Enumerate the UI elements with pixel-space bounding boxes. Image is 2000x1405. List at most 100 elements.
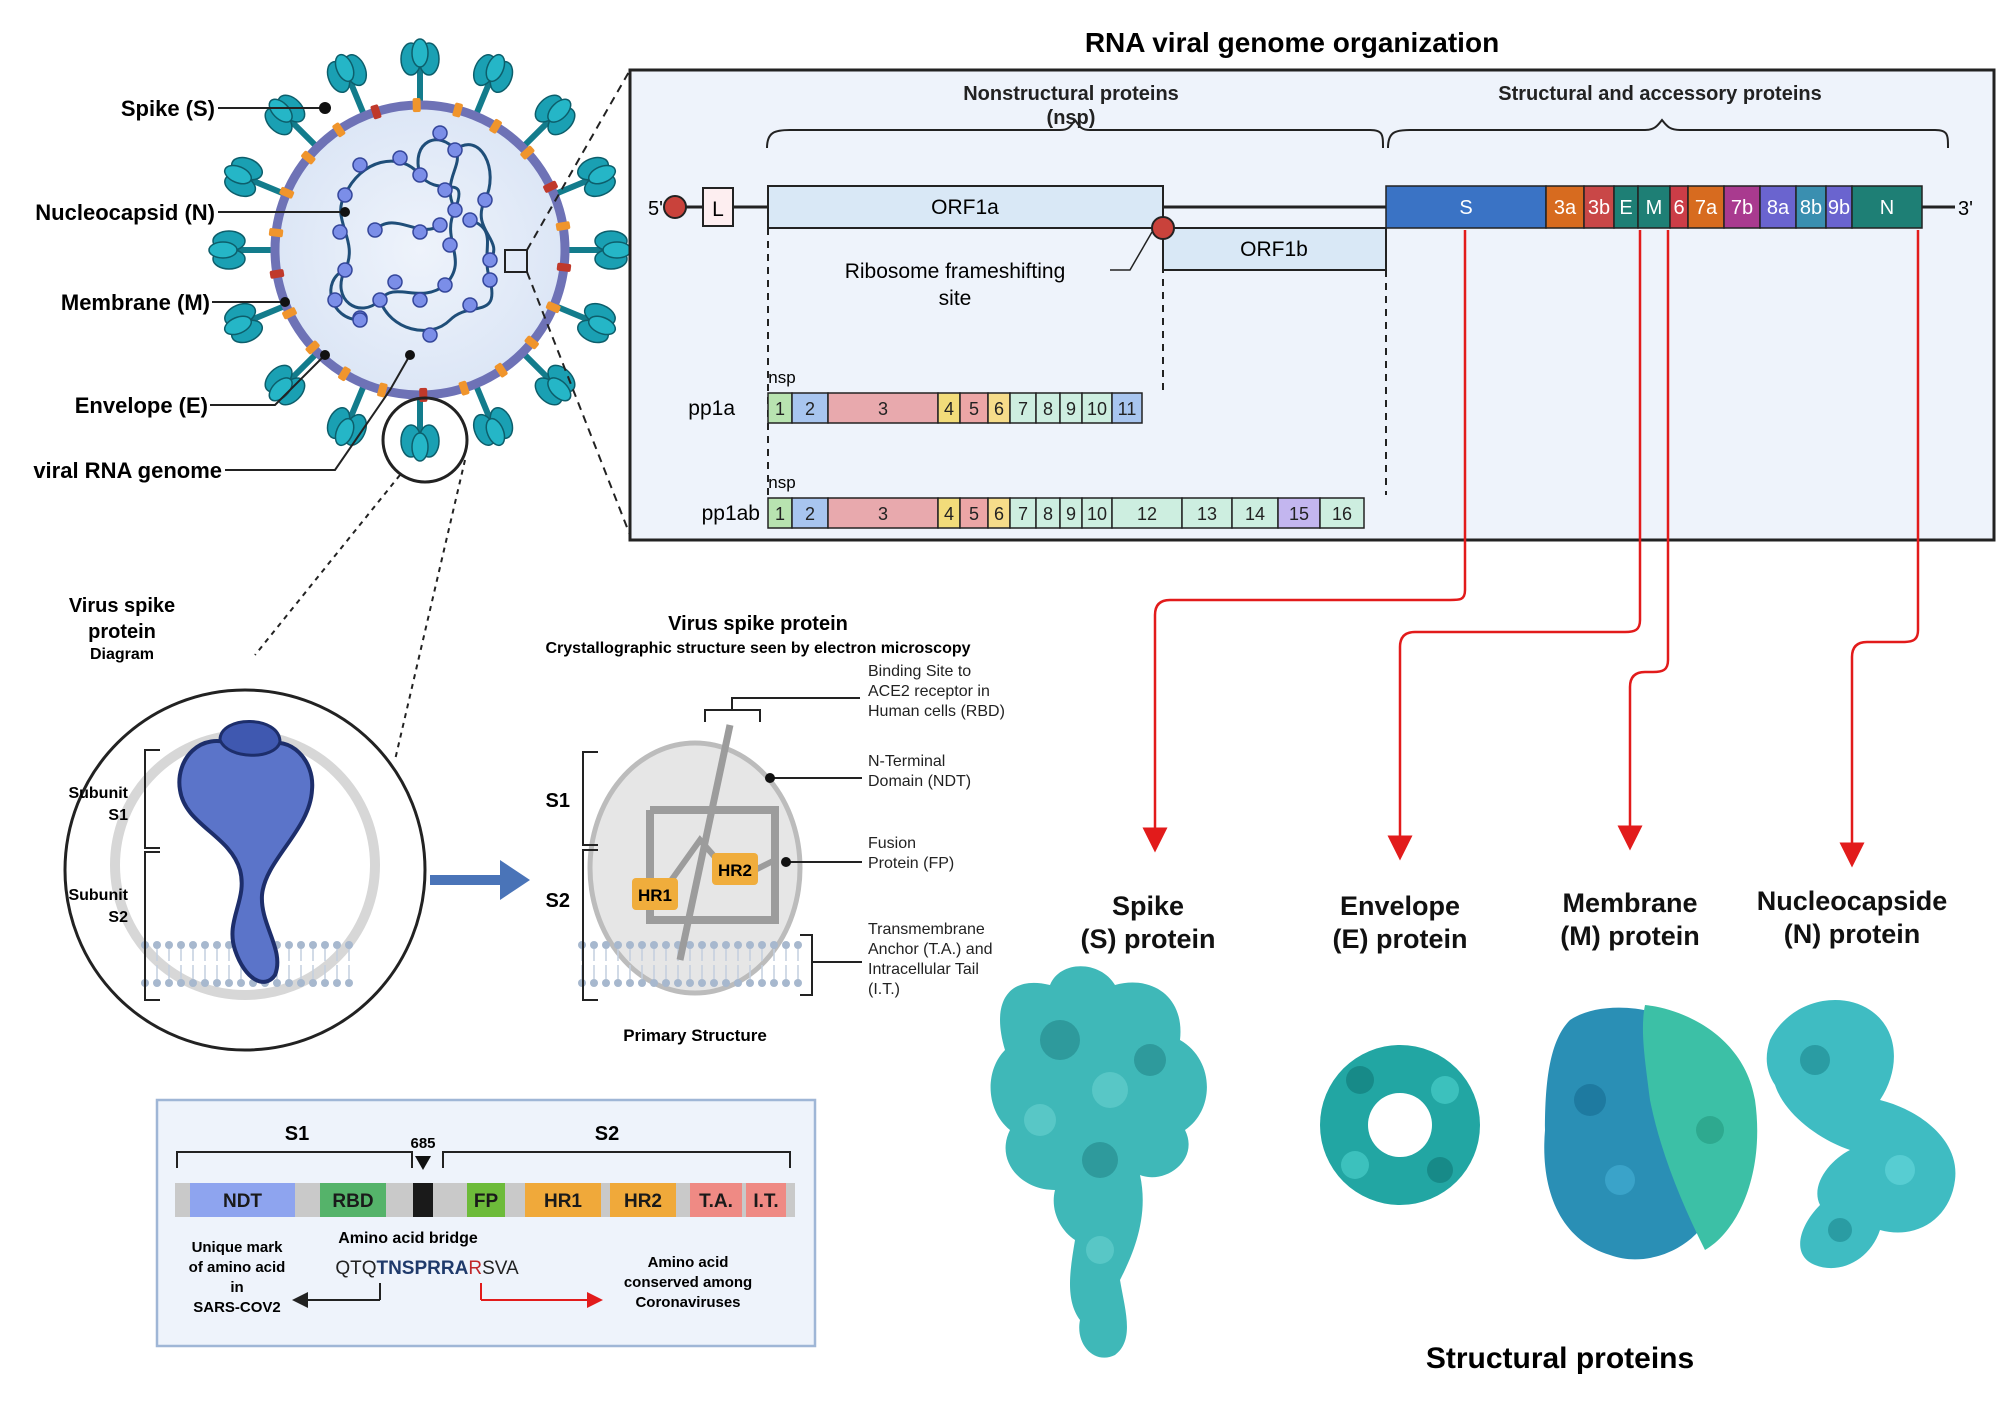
orf1b-label: ORF1b [1240, 238, 1308, 261]
nsp-label-6: 6 [994, 504, 1004, 524]
nsp-segment-11 [1111, 392, 1143, 424]
nsp-label-3: 3 [878, 504, 888, 524]
spike-protein [567, 230, 632, 270]
lipid-head [189, 941, 197, 949]
nsp-label-4: 4 [944, 504, 954, 524]
seq-bold: TNSPRRA [376, 1258, 468, 1279]
spike-protein [472, 53, 514, 116]
lipid-head [333, 979, 341, 987]
lipid-head [614, 941, 622, 949]
left-note-line: in [230, 1279, 243, 1296]
sequence-panel-box [155, 1098, 817, 1348]
envelope-protein [458, 380, 470, 396]
lipid-head [722, 979, 730, 987]
nsp-label-8: 8 [1043, 504, 1053, 524]
nsp-segment-16 [1319, 497, 1365, 529]
nsp-label-5: 5 [969, 399, 979, 419]
nsp-brace [766, 118, 1384, 149]
lipid-head [297, 979, 305, 987]
frameshift-line1: Ribosome frameshifting [845, 260, 1066, 283]
nsp-label-11: 11 [1118, 399, 1137, 419]
nucleocapsid-bead [482, 252, 498, 268]
spike-protein [264, 351, 319, 406]
envelope-proteins [268, 97, 572, 403]
nsp-segment-1 [767, 392, 793, 424]
domain-HR2 [610, 1183, 676, 1217]
bridge-label: Amino acid bridge [338, 1230, 478, 1247]
protein-title-line: Nucleocapside [1757, 886, 1948, 916]
spike-diagram: Virus spike protein Diagram Subunit S1 S… [63, 595, 427, 1052]
lipid-head [165, 941, 173, 949]
envelope-protein [494, 362, 508, 378]
domain-NDT [190, 1183, 295, 1217]
nucleocapsid-bead [432, 217, 448, 233]
nucleocapsid-bead [337, 187, 353, 203]
spike-protein [223, 302, 286, 344]
lipid-head [770, 979, 778, 987]
seq-red: R [468, 1258, 482, 1279]
leader-label: L [712, 198, 724, 221]
envelope-protein [520, 145, 535, 160]
domain-label-T.A.: T.A. [699, 1191, 733, 1212]
envelope-protein [524, 335, 539, 350]
domain-label-FP: FP [474, 1191, 499, 1212]
structural-proteins-footer: Structural proteins [1426, 1342, 1694, 1375]
lipid-head [758, 941, 766, 949]
gene-to-protein-arrows [1142, 230, 1920, 868]
five-prime: 5' [648, 198, 663, 220]
nucleocapsid-bead [422, 327, 438, 343]
hr2-block [712, 853, 758, 885]
cleavage-site [413, 1183, 433, 1217]
nucleocapsid-protein-structure [1766, 1000, 1956, 1269]
lipid-head [201, 941, 209, 949]
nsp-label-9: 9 [1066, 504, 1076, 524]
spike-structure-title: Virus spike protein [668, 613, 848, 635]
genome-zoom-box [504, 249, 528, 273]
left-note-line: SARS-COV2 [193, 1299, 281, 1316]
lipid-head [153, 979, 161, 987]
lipid-head [602, 979, 610, 987]
nsp-segment-8 [1035, 497, 1061, 529]
lipid-head [297, 941, 305, 949]
envelope-protein [543, 180, 558, 193]
nucleocapsid-bead [462, 212, 478, 228]
lipid-head [225, 941, 233, 949]
spike-shape [177, 726, 315, 984]
nsp-segment-8 [1035, 392, 1061, 424]
label-envelope: Envelope (E) [75, 393, 208, 418]
nucleocapsid-bead [482, 272, 498, 288]
gene-block-3a [1545, 185, 1585, 229]
envelope-protein [370, 104, 382, 120]
gene-block-9b [1825, 185, 1853, 229]
lipid-head [189, 979, 197, 987]
pp1a-label: pp1a [688, 397, 735, 420]
seq-position: 685 [410, 1135, 435, 1152]
nucleocapsid-bead [352, 312, 368, 328]
gene-label-8a: 8a [1767, 197, 1790, 219]
seq-s2: S2 [595, 1123, 619, 1145]
nucleocapsid-beads [327, 125, 498, 343]
annotation-line: Human cells (RBD) [868, 703, 1005, 720]
annotation-line: ACE2 receptor in [868, 683, 990, 700]
nucleocapsid-bead [352, 157, 368, 173]
nucleocapsid-bead [387, 274, 403, 290]
nsp-label-3: 3 [878, 399, 888, 419]
protein-title-line: Spike [1112, 891, 1184, 921]
lipid-head [345, 941, 353, 949]
lipid-head [686, 941, 694, 949]
lipid-head [686, 979, 694, 987]
gene-label-3a: 3a [1554, 197, 1577, 219]
annotation-line: Intracellular Tail [868, 961, 979, 978]
lipid-head [225, 979, 233, 987]
frameshift-line2: site [939, 287, 972, 310]
